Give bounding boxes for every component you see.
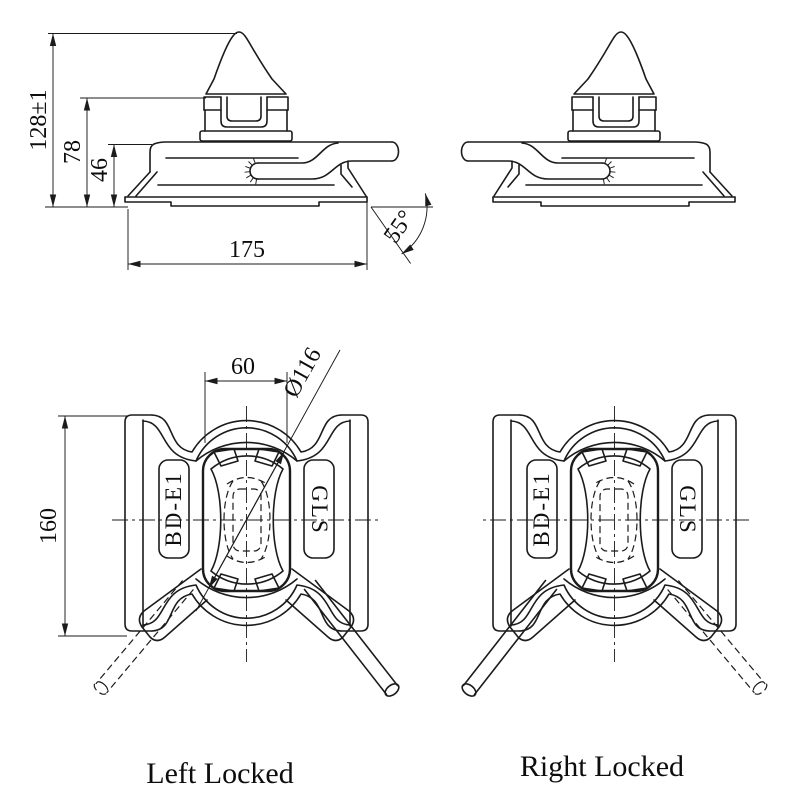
caption-left-locked: Left Locked [146,757,293,790]
handle-angle-label: 55° [379,206,420,248]
plate-label-gls-left-view: GLS [307,485,332,534]
body-length-label: 160 [36,508,62,544]
plate-label-bd-e1-right-view: BD-E1 [529,471,554,546]
dimension-base-width: 175 [127,198,368,270]
caption-right-locked: Right Locked [520,750,684,783]
dimension-opening-width: 60 [204,354,288,443]
overall-height-label: 128±1 [26,89,52,150]
top-view-right-locked [458,404,771,700]
dimension-boss-diameter: Ø116 [195,343,341,612]
dimension-height-46: 46 [87,144,152,207]
opening-width-label: 60 [231,354,255,380]
dimension-handle-angle: 55° [370,193,433,264]
plate-label-gls-right-view: GLS [675,485,700,534]
dimension-height-78: 78 [60,97,206,207]
side-view-left [124,31,400,207]
boss-diameter-label: Ø116 [279,343,327,401]
height-78-label: 78 [60,140,86,164]
side-view-right [460,31,736,207]
plate-label-bd-e1-left-view: BD-E1 [161,471,186,546]
top-view-left-locked [90,404,403,700]
base-width-label: 175 [229,237,265,263]
dimension-body-length: 160 [36,415,127,637]
height-46-label: 46 [87,158,113,182]
dimension-overall-height: 128±1 [26,33,237,208]
